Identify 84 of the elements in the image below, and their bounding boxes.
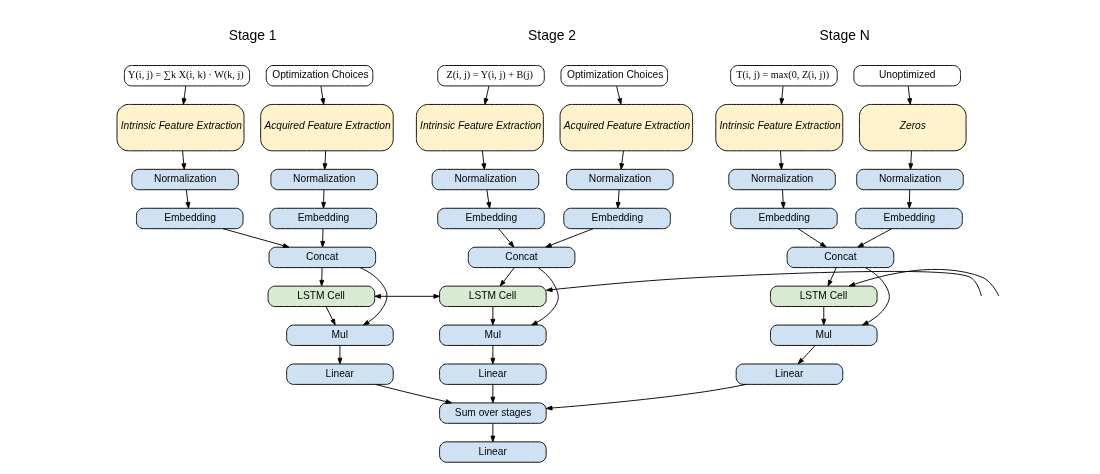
- arrow: [906, 85, 912, 105]
- arrow: [499, 267, 515, 287]
- node-box: Linear: [285, 363, 394, 385]
- arrow: [530, 267, 559, 326]
- node-box: Intrinsic Feature Extraction: [714, 104, 843, 152]
- node-box: Embedding: [268, 207, 377, 230]
- arrow: [856, 228, 892, 248]
- arrow: [861, 267, 890, 326]
- node-box: Embedding: [436, 207, 545, 230]
- arrow: [320, 189, 326, 209]
- arrow: [480, 150, 486, 170]
- node-box: Intrinsic Feature Extraction: [116, 104, 244, 152]
- arrow: [618, 150, 624, 170]
- arrow: [615, 189, 621, 209]
- node-box: Normalization: [431, 168, 539, 191]
- arrow: [848, 268, 999, 297]
- node-box: Unoptimized: [852, 65, 961, 87]
- node-box: Linear: [438, 441, 547, 463]
- node-box: Normalization: [269, 168, 378, 191]
- node-box: Mul: [769, 324, 878, 346]
- arrow: [318, 267, 324, 287]
- node-box: Optimization Choices: [265, 65, 373, 87]
- arrow: [337, 345, 342, 365]
- arrow: [906, 189, 912, 209]
- node-box: Normalization: [130, 168, 239, 191]
- node-box: Normalization: [855, 168, 964, 191]
- node-box: Normalization: [565, 168, 674, 191]
- node-box: Intrinsic Feature Extraction: [415, 104, 544, 152]
- node-box: Sum over stages: [438, 402, 547, 424]
- arrow: [545, 270, 982, 297]
- node-box: Acquired Feature Extraction: [259, 104, 394, 152]
- node-box: Acquired Feature Extraction: [559, 104, 693, 152]
- arrow: [319, 85, 325, 105]
- arrow: [615, 85, 622, 105]
- label: Stage N: [819, 27, 870, 44]
- node-box: Z(i, j) = Y(i, j) + B(j): [436, 65, 545, 87]
- arrow: [797, 345, 816, 365]
- arrow: [319, 228, 325, 248]
- node-box: LSTM Cell: [438, 285, 547, 307]
- arrow: [497, 228, 514, 248]
- arrow: [489, 345, 495, 365]
- arrow: [180, 150, 186, 170]
- arrow: [778, 150, 784, 170]
- arrow: [374, 383, 452, 404]
- node-box: Linear: [438, 363, 547, 385]
- arrow: [489, 422, 495, 443]
- label: Stage 1: [228, 27, 277, 44]
- node-box: Mul: [438, 324, 547, 346]
- node-box: Mul: [285, 324, 394, 346]
- node-box: Normalization: [727, 168, 836, 191]
- arrow: [485, 189, 491, 209]
- node-box: Concat: [786, 246, 894, 269]
- arrow: [820, 306, 826, 326]
- arrow: [827, 267, 837, 287]
- node-box: Concat: [467, 246, 575, 269]
- node-box: Embedding: [854, 207, 963, 230]
- node-box: Concat: [268, 246, 376, 269]
- arrow: [544, 228, 593, 248]
- node-box: Y(i, j) = ∑k X(i, k) · W(k, j): [123, 65, 250, 87]
- arrow: [325, 306, 336, 326]
- arrow: [907, 150, 913, 170]
- node-box: T(i, j) = max(0, Z(i, j)): [729, 65, 838, 87]
- node-box: LSTM Cell: [267, 285, 375, 307]
- arrow: [181, 85, 187, 105]
- node-box: Embedding: [135, 207, 244, 230]
- node-box: Zeros: [858, 104, 966, 152]
- arrow: [545, 383, 747, 411]
- node-box: Embedding: [729, 207, 838, 230]
- arrow: [780, 189, 786, 209]
- node-box: Linear: [735, 363, 843, 385]
- node-box: LSTM Cell: [769, 285, 878, 307]
- arrow: [185, 189, 190, 209]
- node-box: Embedding: [562, 207, 671, 230]
- node-box: Optimization Choices: [560, 65, 668, 87]
- arrow: [322, 150, 327, 170]
- arrow: [778, 85, 784, 105]
- arrow: [222, 228, 289, 248]
- arrow: [359, 267, 387, 326]
- arrow: [483, 85, 489, 105]
- arrow: [374, 293, 440, 299]
- label: Stage 2: [527, 27, 576, 44]
- arrow: [489, 306, 495, 326]
- arrow: [489, 384, 495, 404]
- arrow: [797, 228, 826, 248]
